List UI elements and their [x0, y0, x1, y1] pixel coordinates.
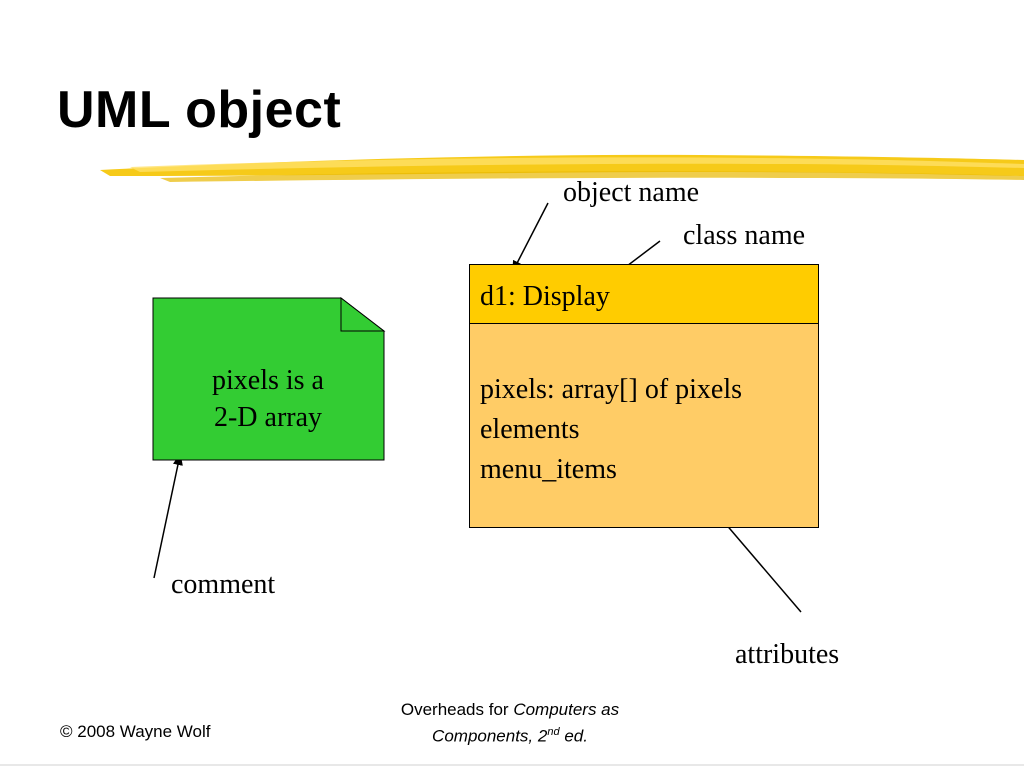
footer-book-title-2: Components, 2	[432, 726, 548, 746]
comment-arrow	[153, 453, 183, 579]
object-attributes-compartment: pixels: array[] of pixels elements menu_…	[469, 323, 819, 528]
attribute-item: elements	[480, 414, 580, 445]
footer-book-title-1: Computers as	[513, 700, 620, 719]
object-name-arrow	[512, 202, 549, 273]
attribute-item: menu_items	[480, 454, 617, 485]
object-name-compartment: d1: Display	[469, 264, 819, 324]
footer-edition-superscript: nd	[547, 726, 560, 738]
object-header-text: d1: Display	[480, 281, 610, 312]
class-name-label: class name	[683, 220, 806, 251]
slide-title: UML object	[57, 81, 342, 139]
note-line: pixels is a	[212, 365, 324, 396]
footer-overheads-prefix: Overheads for	[400, 700, 514, 719]
attributes-label: attributes	[735, 639, 840, 670]
title-underline-stroke	[100, 154, 1024, 182]
object-name-label: object name	[563, 177, 700, 208]
note-line: 2-D array	[213, 402, 323, 433]
footer-rule	[0, 764, 1024, 766]
note-text: pixels is a 2-D array	[153, 362, 383, 436]
footer-book-credit: Overheads for Computers as Components, 2…	[355, 699, 665, 748]
footer-edition-suffix: ed.	[559, 726, 588, 746]
comment-label: comment	[171, 569, 276, 600]
attribute-item: pixels: array[] of pixels	[480, 374, 743, 405]
footer-copyright: © 2008 Wayne Wolf	[60, 722, 211, 741]
footer-line-2: Components, 2nd ed.	[355, 721, 665, 748]
footer-line-1: Overheads for Computers as	[355, 699, 665, 721]
